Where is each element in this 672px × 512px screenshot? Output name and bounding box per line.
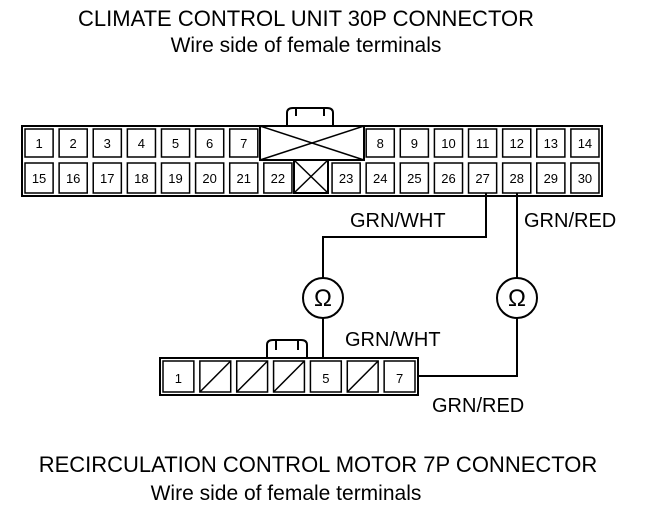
terminal-cell [92,128,123,158]
wire-label-grn-wht-upper: GRN/WHT [350,210,446,232]
terminal-number: 2 [70,136,77,151]
terminal-cell [228,162,259,194]
terminal-number: 11 [476,136,490,151]
lower-connector-subtitle: Wire side of female terminals [150,482,422,505]
blanked-cavity [236,360,269,393]
ohmmeter-left: Ω [302,277,344,319]
upper-connector-subtitle: Wire side of female terminals [170,34,442,57]
terminal-cell [570,128,600,158]
terminal-number: 25 [407,171,421,186]
terminal-number: 5 [172,136,179,151]
terminal-number: 1 [175,371,182,386]
terminal-number: 4 [138,136,145,151]
terminal-number: 18 [134,171,148,186]
terminal-cell [331,162,361,194]
terminal-number: 3 [104,136,111,151]
terminal-number: 1 [35,136,42,151]
upper-connector-title: CLIMATE CONTROL UNIT 30P CONNECTOR [78,6,534,31]
terminal-cell [501,162,532,194]
terminal-number: 9 [411,136,418,151]
terminal-number: 12 [509,136,523,151]
terminal-cell [58,128,88,158]
terminal-number: 7 [240,136,247,151]
terminal-cell [501,128,532,158]
ohmmeter-right: Ω [496,277,538,319]
wire-label-grn-wht-lower: GRN/WHT [345,329,441,351]
terminal-cell [24,162,54,194]
blanked-cavity [199,360,232,393]
terminal-cell [160,128,191,158]
blanked-cavity-bottom [293,159,329,194]
terminal-cell [467,128,498,158]
terminal-cell [365,162,396,194]
terminal-cell [536,162,566,194]
terminal-cell [162,360,195,393]
wire-label-grn-red-lower: GRN/RED [432,395,524,417]
terminal-number: 19 [168,171,182,186]
terminal-number: 30 [578,171,592,186]
terminal-number: 7 [396,371,403,386]
terminal-cell [365,128,396,158]
terminal-cell [399,128,430,158]
terminal-number: 15 [32,171,46,186]
lower-connector-latch [266,339,308,358]
terminal-number: 8 [377,136,384,151]
terminal-cell [433,162,464,194]
terminal-cell [92,162,123,194]
terminal-number: 27 [475,171,489,186]
blanked-cavity [273,360,305,393]
terminal-number: 21 [237,171,251,186]
terminal-cell [383,360,416,393]
terminal-cell [194,162,225,194]
terminal-cell [536,128,566,158]
wire-grn-red [418,193,518,377]
ohm-icon: Ω [508,285,526,312]
terminal-number: 20 [202,171,216,186]
terminal-cell [194,128,225,158]
terminal-cell [399,162,430,194]
terminal-number: 28 [509,171,523,186]
terminal-number: 17 [100,171,114,186]
terminal-number: 22 [271,171,285,186]
lower-connector-title: RECIRCULATION CONTROL MOTOR 7P CONNECTOR [38,452,598,477]
wire-grn-wht [322,193,487,358]
terminal-number: 10 [441,136,455,151]
terminal-number: 23 [339,171,353,186]
terminal-number: 29 [544,171,558,186]
blanked-cavity [346,360,379,393]
terminal-cell [126,128,157,158]
terminal-cell [570,162,600,194]
terminal-cell [126,162,157,194]
terminal-number: 5 [322,371,329,386]
terminal-number: 14 [578,136,592,151]
wire-label-grn-red-upper: GRN/RED [524,210,616,232]
terminal-cell [24,128,54,158]
terminal-number: 24 [373,171,387,186]
terminal-cell [228,128,259,158]
lower-connector: 1 5 7 [159,339,419,396]
terminal-number: 6 [206,136,213,151]
terminal-cell [309,360,343,393]
terminal-cell [467,162,498,194]
terminal-number: 16 [66,171,80,186]
terminal-cell [263,162,293,194]
terminal-cell [58,162,88,194]
terminal-number: 13 [544,136,558,151]
terminal-cell [433,128,464,158]
terminal-number: 26 [441,171,455,186]
upper-connector-latch [286,107,334,126]
ohm-icon: Ω [314,285,332,312]
terminal-cell [160,162,191,194]
